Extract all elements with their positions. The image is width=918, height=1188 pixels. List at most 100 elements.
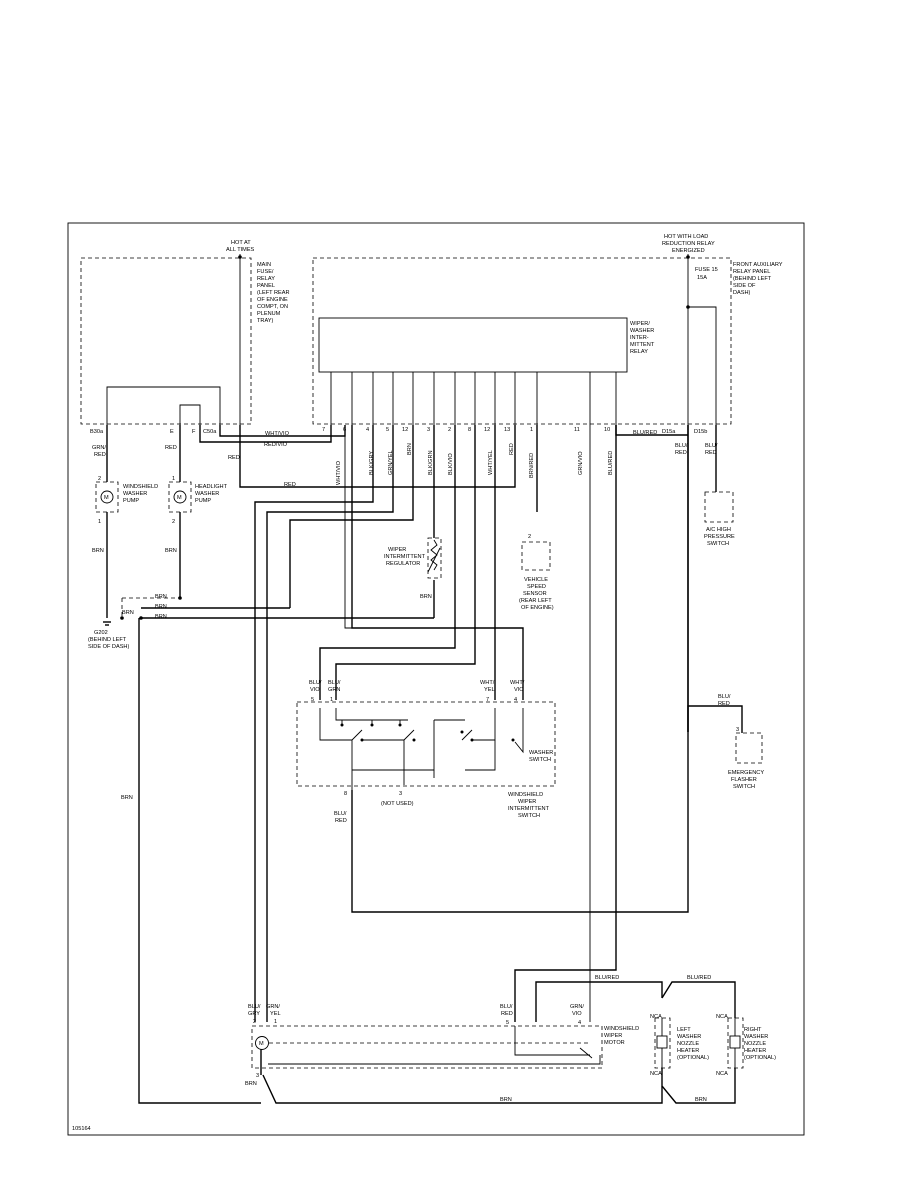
svg-text:BLU/RED: BLU/RED <box>687 975 711 981</box>
svg-text:BLU/: BLU/ <box>334 811 347 817</box>
svg-text:2: 2 <box>172 519 175 525</box>
motor-m-glyph: M <box>177 495 182 501</box>
main-fuse-relay-panel: HOT AT ALL TIMES MAIN FUSE/ RELAY PANEL … <box>80 240 290 435</box>
svg-text:NCA: NCA <box>716 1014 728 1020</box>
svg-text:PRESSURE: PRESSURE <box>704 534 735 540</box>
svg-text:BLK/VIO: BLK/VIO <box>448 453 454 475</box>
svg-text:WINDSHIELD: WINDSHIELD <box>604 1026 639 1032</box>
svg-text:WASHER: WASHER <box>744 1034 768 1040</box>
svg-text:SWITCH: SWITCH <box>529 757 551 763</box>
svg-text:INTER-: INTER- <box>630 335 649 341</box>
svg-text:G202: G202 <box>94 630 108 636</box>
wires <box>106 425 743 1104</box>
svg-text:NCA: NCA <box>716 1071 728 1077</box>
svg-text:RED: RED <box>94 452 106 458</box>
svg-text:(OPTIONAL): (OPTIONAL) <box>744 1055 776 1061</box>
svg-text:12: 12 <box>402 427 408 433</box>
svg-text:YEL: YEL <box>484 687 495 693</box>
svg-text:F: F <box>192 429 196 435</box>
svg-text:RED: RED <box>509 443 515 455</box>
svg-text:WHT/: WHT/ <box>480 680 495 686</box>
svg-text:NOZZLE: NOZZLE <box>744 1041 766 1047</box>
svg-text:5: 5 <box>311 697 314 703</box>
svg-text:RED: RED <box>501 1011 513 1017</box>
svg-text:RELAY PANEL: RELAY PANEL <box>733 269 770 275</box>
svg-text:1: 1 <box>530 427 533 433</box>
diagram-frame <box>67 222 805 1136</box>
vehicle-speed-sensor: 2 VEHICLE SPEED SENSOR (REAR LEFT OF ENG… <box>519 534 554 611</box>
svg-text:2: 2 <box>448 427 451 433</box>
svg-text:RED: RED <box>675 450 687 456</box>
svg-text:2: 2 <box>253 1019 256 1025</box>
svg-text:RELAY: RELAY <box>257 276 275 282</box>
svg-text:SWITCH: SWITCH <box>707 541 729 547</box>
svg-text:WIPER: WIPER <box>518 799 536 805</box>
svg-text:1: 1 <box>274 1019 277 1025</box>
svg-text:COMPT, ON: COMPT, ON <box>257 304 288 310</box>
svg-text:12: 12 <box>484 427 490 433</box>
svg-text:VEHICLE: VEHICLE <box>524 577 548 583</box>
svg-text:INTERMITTENT: INTERMITTENT <box>508 806 550 812</box>
svg-text:3: 3 <box>399 791 402 797</box>
svg-text:WHT/: WHT/ <box>510 680 525 686</box>
svg-text:ALL TIMES: ALL TIMES <box>226 247 255 253</box>
svg-text:INTERMITTENT: INTERMITTENT <box>384 554 426 560</box>
svg-text:3: 3 <box>256 1073 259 1079</box>
svg-text:PUMP: PUMP <box>123 498 139 504</box>
svg-text:RED: RED <box>335 818 347 824</box>
svg-text:BLU/RED: BLU/RED <box>608 451 614 475</box>
svg-text:GRN/VIO: GRN/VIO <box>578 451 584 475</box>
svg-text:PUMP: PUMP <box>195 498 211 504</box>
svg-text:(BEHIND LEFT: (BEHIND LEFT <box>733 276 772 282</box>
svg-text:RED: RED <box>284 482 296 488</box>
svg-text:5: 5 <box>386 427 389 433</box>
svg-text:WINDSHIELD: WINDSHIELD <box>123 484 158 490</box>
svg-text:REGULATOR: REGULATOR <box>386 561 420 567</box>
svg-text:BRN: BRN <box>500 1097 512 1103</box>
svg-text:BLU/: BLU/ <box>718 694 731 700</box>
svg-text:4: 4 <box>578 1020 581 1026</box>
svg-text:SWITCH: SWITCH <box>733 784 755 790</box>
svg-text:GRN/: GRN/ <box>92 445 106 451</box>
svg-text:WASHER: WASHER <box>630 328 654 334</box>
svg-text:FLASHER: FLASHER <box>731 777 757 783</box>
relay-pins: 7 6 4 5 12 3 2 8 12 13 1 11 10 WHT/VIO B… <box>322 427 614 485</box>
svg-text:BLK/GRN: BLK/GRN <box>428 450 434 475</box>
svg-text:ENERGIZED: ENERGIZED <box>672 248 705 254</box>
svg-text:GRN/: GRN/ <box>570 1004 584 1010</box>
svg-text:YEL: YEL <box>270 1011 281 1017</box>
svg-text:OF ENGINE): OF ENGINE) <box>521 605 554 611</box>
svg-text:GRN/YEL: GRN/YEL <box>388 450 394 475</box>
svg-text:GRN/: GRN/ <box>266 1004 280 1010</box>
svg-text:WASHER: WASHER <box>529 750 553 756</box>
svg-text:2: 2 <box>98 476 101 482</box>
ground-g202: G202 (BEHIND LEFT SIDE OF DASH) BRN BRN … <box>88 594 182 650</box>
svg-text:BLU/RED: BLU/RED <box>633 430 657 436</box>
svg-text:(BEHIND LEFT: (BEHIND LEFT <box>88 637 127 643</box>
svg-text:BRN/RED: BRN/RED <box>529 453 535 478</box>
svg-text:PLENUM: PLENUM <box>257 311 281 317</box>
svg-text:1: 1 <box>330 697 333 703</box>
svg-text:WHT/VIO: WHT/VIO <box>336 460 342 485</box>
svg-text:4: 4 <box>366 427 369 433</box>
svg-text:WIPER: WIPER <box>388 547 406 553</box>
svg-text:RED: RED <box>718 701 730 707</box>
svg-text:HEADLIGHT: HEADLIGHT <box>195 484 228 490</box>
svg-text:VIO: VIO <box>572 1011 582 1017</box>
svg-text:B30a: B30a <box>90 429 104 435</box>
svg-text:WIPER/: WIPER/ <box>630 321 650 327</box>
svg-text:1: 1 <box>172 476 175 482</box>
svg-text:WIPER: WIPER <box>604 1033 622 1039</box>
svg-text:4: 4 <box>514 697 517 703</box>
svg-text:WASHER: WASHER <box>195 491 219 497</box>
svg-text:BLU/: BLU/ <box>309 680 322 686</box>
svg-text:BRN: BRN <box>155 614 167 620</box>
svg-text:(LEFT REAR: (LEFT REAR <box>257 290 290 296</box>
svg-text:BRN: BRN <box>407 443 413 455</box>
svg-text:HOT WITH LOAD: HOT WITH LOAD <box>664 234 708 240</box>
windshield-wiper-intermittent-switch: 5 1 7 4 8 3 WASHER SWITCH (NOT USED) WIN… <box>296 697 556 819</box>
wiper-intermittent-regulator: WIPER INTERMITTENT REGULATOR BRN <box>384 537 442 600</box>
svg-text:NCA: NCA <box>650 1014 662 1020</box>
svg-text:1: 1 <box>98 519 101 525</box>
svg-text:BLU/: BLU/ <box>500 1004 513 1010</box>
